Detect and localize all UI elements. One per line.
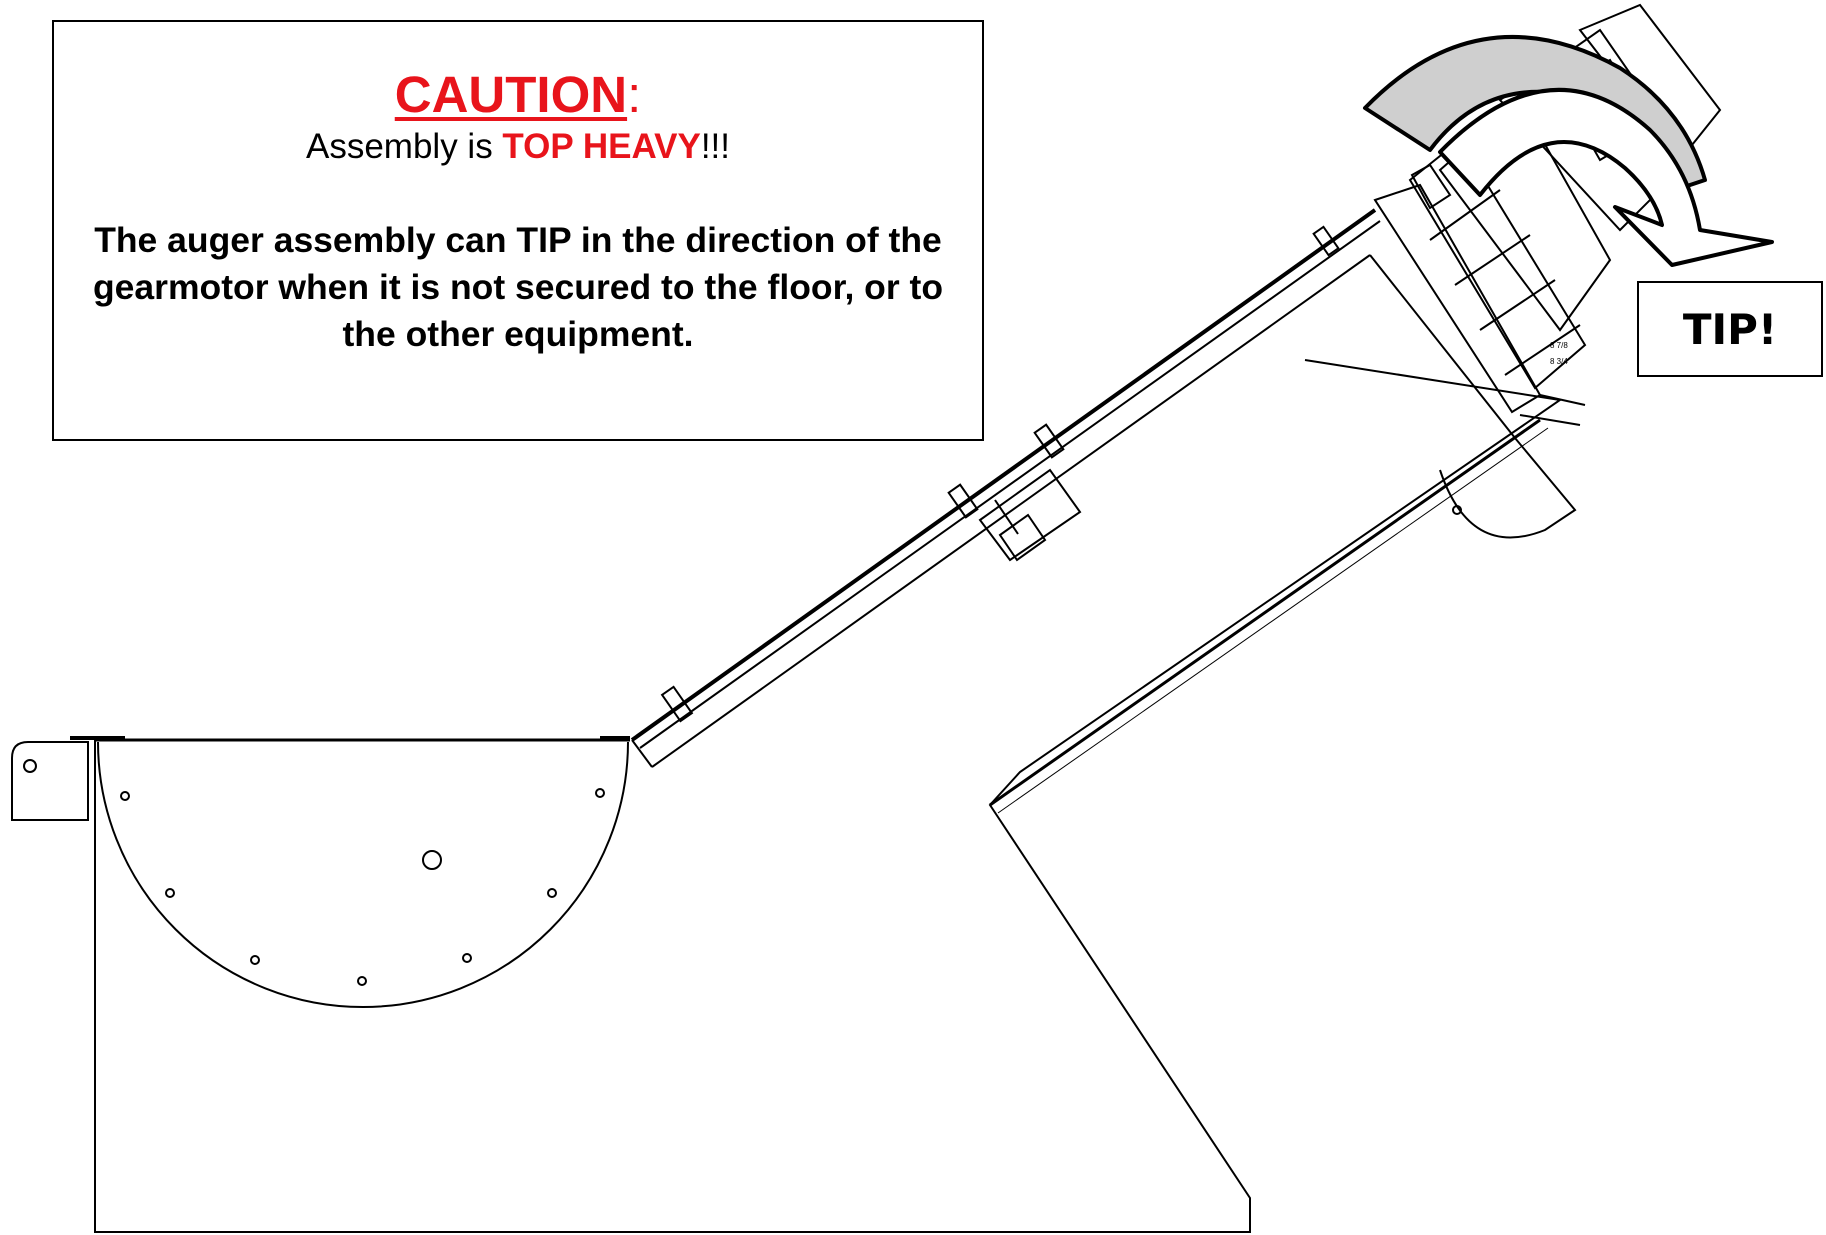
motor-dimension-label: 8 3/4 [1550,357,1568,366]
motor-dimension-label: 8 7/8 [1550,341,1568,350]
end-plate-semicircle [97,741,629,1008]
caution-title: CAUTION: [394,66,642,123]
caution-body: The auger assembly can TIP in the direct… [92,219,944,354]
tip-direction-arrow-icon [1363,34,1774,267]
auger-tube [630,208,1516,768]
discharge-chute [989,418,1577,814]
top-heavy-highlight: TOP HEAVY [502,127,701,167]
caution-subtitle: Assembly is TOP HEAVY!!! [305,127,731,167]
tube-clamps [660,225,1340,723]
tip-label-box: TIP! [1637,281,1823,377]
left-mount-bracket [11,741,89,821]
end-plate-bolt-holes [120,788,605,986]
caution-box: CAUTION: Assembly is TOP HEAVY!!! The au… [52,20,984,441]
support-bracket [978,468,1082,562]
tip-label: TIP! [1682,304,1778,354]
hopper-base-outline [94,359,1563,1233]
